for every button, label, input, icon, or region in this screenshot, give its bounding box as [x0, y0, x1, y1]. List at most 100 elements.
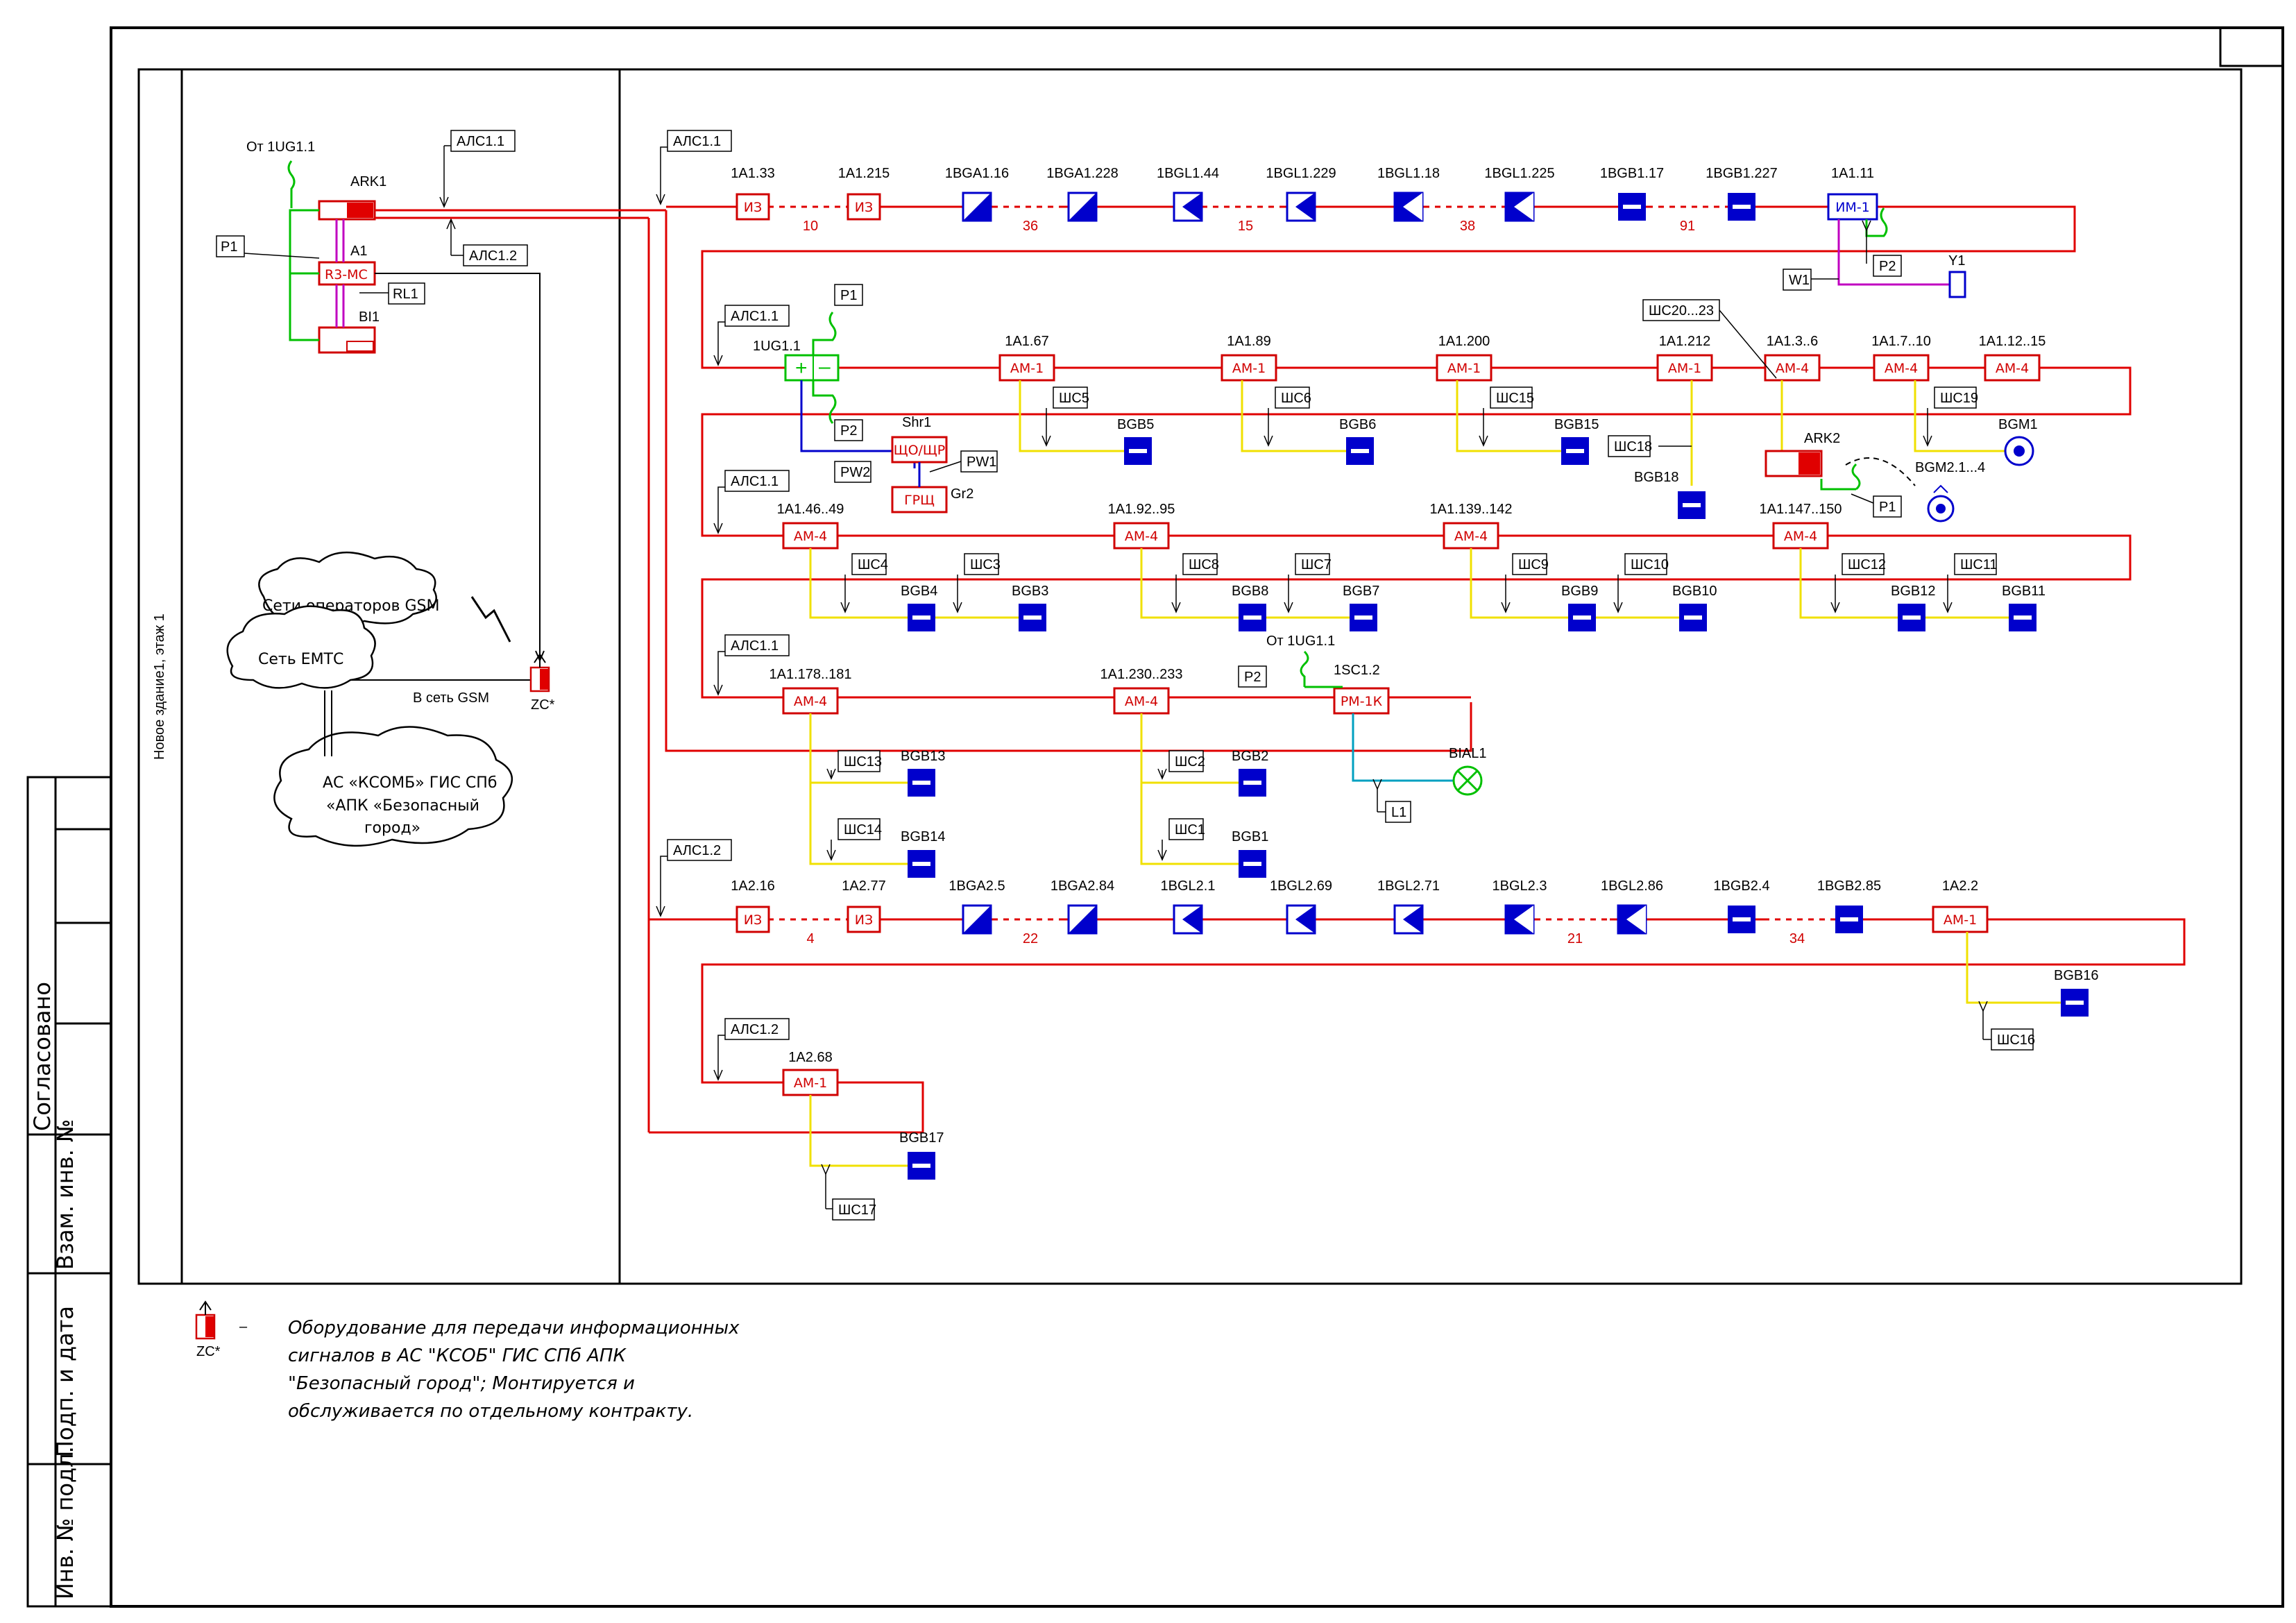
row2-am-device: АМ-1: [1668, 361, 1701, 376]
row4-als-label: АЛС1.1: [731, 638, 779, 654]
row1-als-label: АЛС1.1: [673, 134, 721, 149]
row1-item-name: 1A1.11: [1831, 166, 1874, 181]
row5-item-name: 1BGB2.4: [1713, 878, 1769, 894]
row1-item-name: 1BGL1.44: [1157, 166, 1219, 181]
row4-am-name: 1A1.230..233: [1100, 667, 1183, 682]
row5-item-name: 1BGA2.84: [1051, 878, 1114, 894]
row5-item-name: 1A2.2: [1942, 878, 1978, 894]
bgm1-label: BGM1: [1998, 417, 2038, 432]
bgb16-label: BGB16: [2054, 968, 2098, 983]
row2-group: +–1UG1.1P1P2PW2Shr1ЩО/ЩРГРЩPW1Gr21A1.67А…: [753, 284, 2046, 522]
cloud-emts-label: Сеть ЕМТС: [258, 651, 343, 668]
row1-item-name: 1BGA1.16: [945, 166, 1009, 181]
row5-item-name: 1BGL2.3: [1493, 878, 1547, 894]
ug-device: [784, 354, 840, 382]
row3-loop2-label: ШС7: [1301, 557, 1332, 572]
ksob-cloud: [273, 726, 513, 847]
row4-p2-label: P2: [1244, 670, 1261, 685]
pw1-label: PW1: [967, 454, 996, 470]
row2-am-device: АМ-4: [1776, 361, 1809, 376]
ug-label: 1UG1.1: [753, 339, 801, 354]
row1-iz-device-box: [735, 193, 770, 221]
cloud-ksob-1: АС «КСОМБ» ГИС СПб: [323, 774, 497, 792]
ark1-fill: [347, 203, 373, 218]
row3-am-device: АМ-4: [1454, 529, 1488, 544]
row2-bgb-label: BGB15: [1554, 417, 1599, 432]
row3-bgb1-label: BGB9: [1561, 584, 1598, 599]
row3-loop2-label: ШС3: [970, 557, 1001, 572]
row5-count: 22: [1023, 931, 1038, 946]
row5-iz-device: ИЗ: [744, 912, 762, 928]
ug-wire-top-icon: [812, 312, 837, 355]
row1-count: 36: [1023, 219, 1038, 234]
legend-line2: сигналов в АС "КСОБ" ГИС СПб АПК: [288, 1345, 627, 1366]
cloud-ksob-2: «АПК «Безопасный: [326, 797, 479, 815]
row2-am-device-box: [998, 354, 1055, 382]
row4-bgb2-label: BGB14: [901, 829, 945, 844]
row3-am-name: 1A1.92..95: [1108, 502, 1175, 517]
legend-zc-label: ZC*: [196, 1344, 221, 1359]
l1-label: L1: [1391, 805, 1406, 820]
ark2-fill: [1798, 452, 1820, 475]
legend-line1: Оборудование для передачи информационных: [288, 1318, 740, 1339]
row3-am-name: 1A1.46..49: [777, 502, 844, 517]
row3-loop1-label: ШС9: [1518, 557, 1549, 572]
row3-am-device-box: [1443, 522, 1499, 550]
emts-cloud: [226, 605, 376, 689]
row2-bgb-label: BGB5: [1117, 417, 1154, 432]
left-panel: От 1UG1.1 ARK1 A1 R3-MC BI1 P1 RL1 АЛС1.…: [216, 130, 666, 847]
row1-count: 91: [1680, 219, 1695, 234]
shr-device: ЩО/ЩР: [894, 443, 945, 458]
stamp-block: Согласовано Взам. инв. № Подп. и дата Ин…: [26, 776, 112, 1608]
row1-item-name: 1A1.33: [731, 166, 774, 181]
row3-am-device: АМ-4: [794, 529, 827, 544]
sc-wire-icon: [1300, 650, 1309, 687]
legend-line3: "Безопасный город"; Монтируется и: [288, 1373, 635, 1394]
row5-item-name: 1BGB2.85: [1817, 878, 1881, 894]
wireless-link-icon: [1845, 457, 1916, 486]
row5-count: 4: [806, 931, 814, 946]
drawing-area: [137, 68, 2243, 1285]
row3-loop2-label: ШС11: [1960, 557, 1998, 572]
row4-bgb1-label: BGB2: [1232, 749, 1268, 764]
ug-plus-icon: +: [795, 357, 808, 380]
row1-iz-device: ИЗ: [744, 200, 762, 215]
shc20-label: ШС20...23: [1649, 303, 1714, 318]
row3-loop1-label: ШС12: [1848, 557, 1886, 572]
sc-device-box: [1333, 687, 1390, 715]
row2-am-device: АМ-1: [1232, 361, 1266, 376]
legend-antenna-icon: [199, 1300, 212, 1315]
row3-bgb2-label: BGB11: [2002, 584, 2046, 599]
bgb17-label: BGB17: [899, 1130, 944, 1146]
row2-am-name: 1A1.3..6: [1767, 334, 1819, 349]
row5-item-name: 1A2.16: [731, 878, 774, 894]
row1-im-device-box: [1827, 193, 1878, 221]
row6-am-name: 1A2.68: [788, 1050, 832, 1065]
row4-ot-1ug: От 1UG1.1: [1266, 634, 1335, 649]
row2-p2-label: P2: [840, 423, 857, 439]
row2-am-device-box: [1221, 354, 1277, 382]
als-labels: АЛС1.1 АЛС1.1 АЛС1.1 АЛС1.1 АЛС1.2 АЛС1.…: [656, 130, 790, 1081]
sc-label: 1SC1.2: [1334, 663, 1380, 678]
row4-am-name: 1A1.178..181: [769, 667, 852, 682]
row5-iz-device-box: [847, 906, 881, 933]
row5-am-device: АМ-1: [1944, 912, 1977, 928]
row5-am-device-box: [1932, 906, 1989, 933]
row3-als-label: АЛС1.1: [731, 474, 779, 489]
ark1-label: ARK1: [350, 174, 386, 189]
grsh-device-box: [891, 486, 948, 513]
row3-bgb1-label: BGB12: [1891, 584, 1935, 599]
row3-bgb2-label: BGB3: [1012, 584, 1048, 599]
row3-bgb1-label: BGB8: [1232, 584, 1268, 599]
row1-p2-label: P2: [1879, 259, 1896, 274]
row2-am-device: АМ-4: [1996, 361, 2029, 376]
p1-label: P1: [221, 239, 237, 255]
bus-lines: [647, 205, 2186, 1134]
row5-als-label: АЛС1.2: [673, 843, 721, 858]
row4-am-device: АМ-4: [1125, 694, 1158, 709]
antenna-icon: [534, 653, 546, 668]
